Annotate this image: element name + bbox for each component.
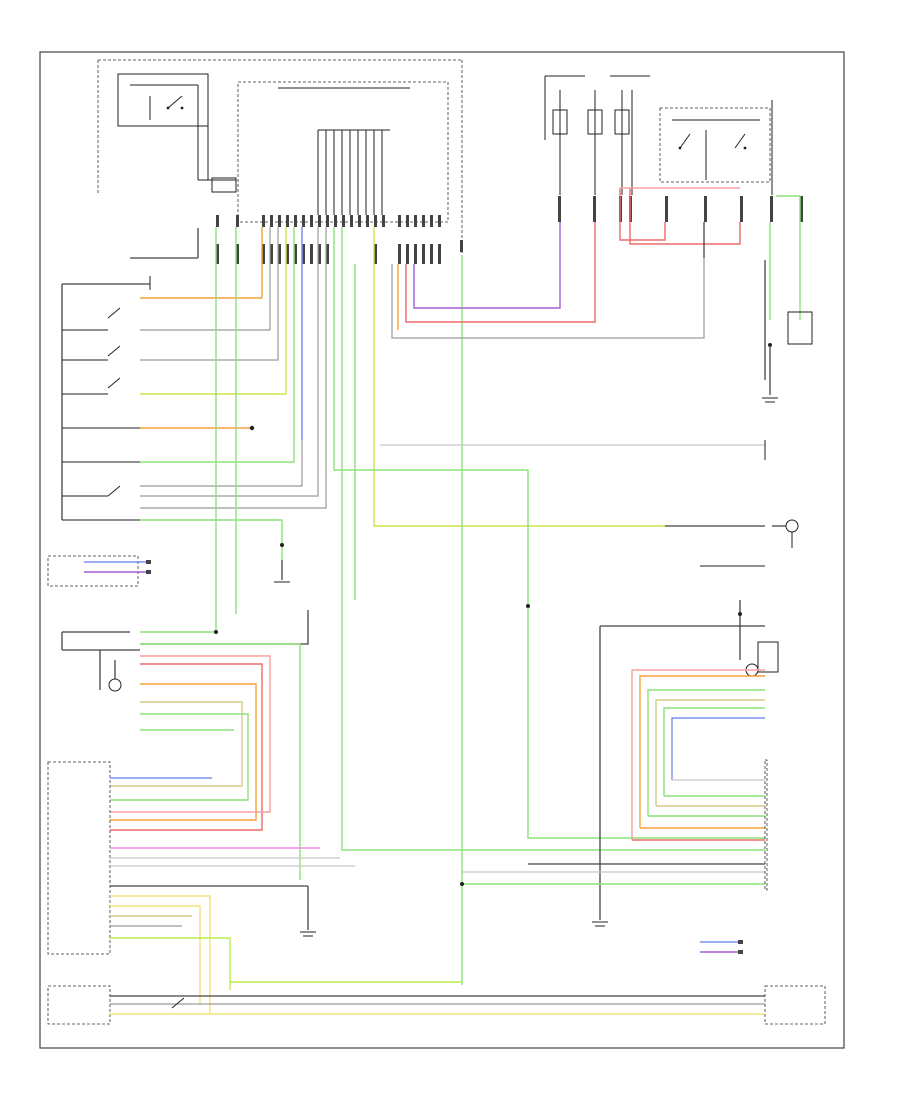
motor-icon (785, 519, 799, 533)
splice-dot-icon (460, 882, 464, 886)
left-switch-ladder (61, 227, 327, 560)
lock-actuator-box (757, 641, 779, 673)
bottom-bus (47, 982, 826, 1025)
turn-signal-switch-box (117, 73, 209, 127)
central-electronic-module (237, 81, 449, 223)
switch-icon (167, 95, 183, 109)
diagram-frame (39, 51, 845, 1049)
motor-icon (108, 678, 122, 692)
combination-switch-box (659, 107, 771, 183)
fuse-box (552, 109, 568, 135)
splice-dot-icon (280, 543, 284, 547)
splice-dot-icon (214, 630, 218, 634)
side-connector-box (47, 555, 139, 587)
switch-icon (107, 345, 121, 357)
right-motor-area (700, 440, 799, 567)
splices (214, 543, 742, 886)
sensor-box (787, 311, 813, 345)
module-connector-row (216, 215, 463, 252)
top-right-connectors (558, 196, 803, 222)
fuse-box (614, 109, 630, 135)
fuse-box (587, 109, 603, 135)
splice-dot-icon (738, 612, 742, 616)
right-lower-block (462, 600, 779, 954)
left-rear-control-module (47, 761, 111, 955)
module-lower-connector (216, 244, 441, 264)
bottom-right-module (764, 985, 826, 1025)
switch-icon (679, 133, 691, 149)
right-rear-control-module (764, 759, 768, 891)
switch-icon (734, 133, 746, 149)
switch-icon (107, 377, 121, 389)
switch-icon (107, 307, 121, 319)
connector-icon (249, 425, 255, 431)
bottom-left-module (47, 985, 111, 1025)
relay-box (211, 177, 237, 193)
top-region (97, 59, 813, 403)
module-internal-lines (317, 129, 390, 215)
middle-wires (140, 222, 765, 985)
switch-icon (107, 485, 121, 497)
splice-dot-icon (526, 604, 530, 608)
left-lower-block (47, 555, 462, 1014)
